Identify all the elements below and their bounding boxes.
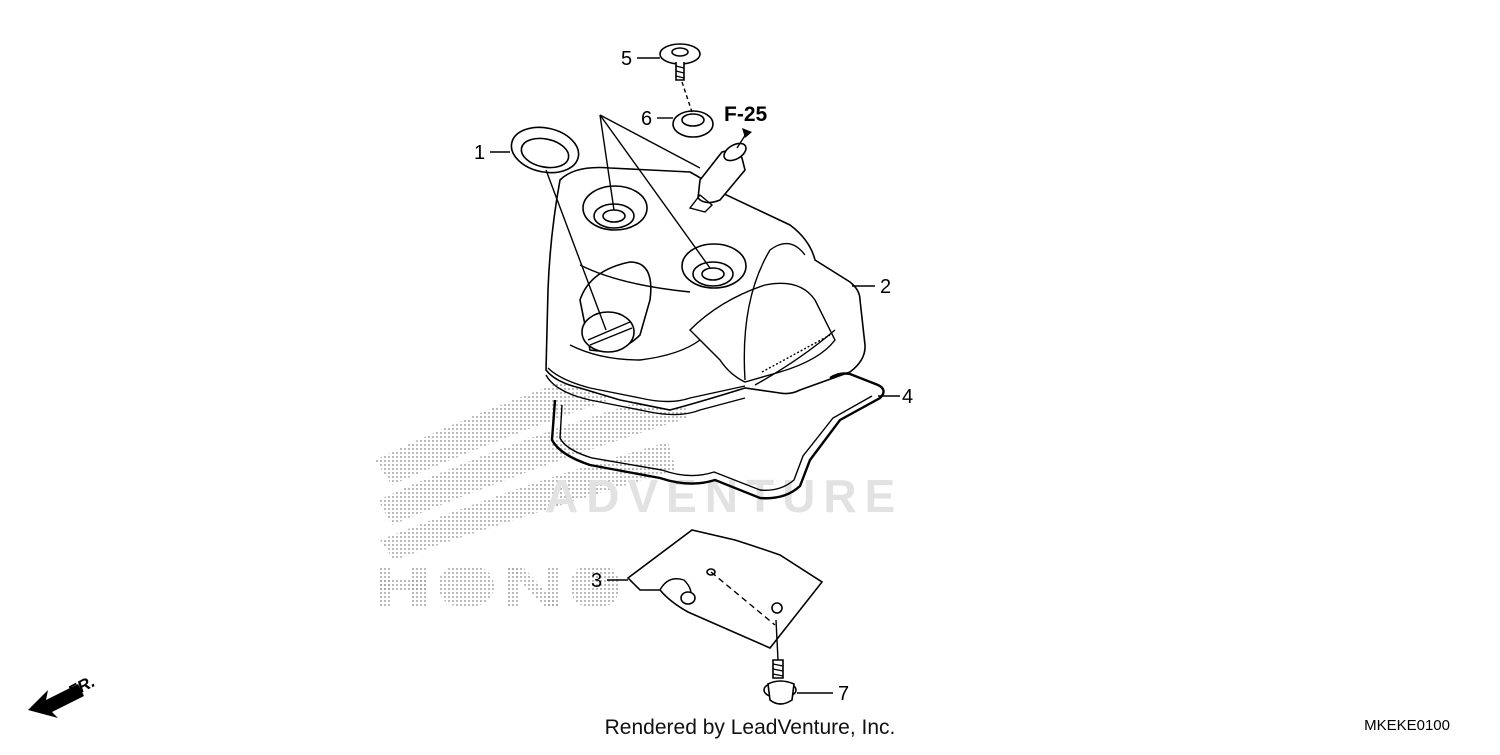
part-3-baffle-plate bbox=[626, 529, 824, 649]
callout-6: 6 bbox=[641, 108, 652, 130]
callout-3: 3 bbox=[591, 570, 602, 592]
callout-5: 5 bbox=[621, 48, 632, 70]
callout-4: 4 bbox=[902, 386, 913, 408]
reference-label: F-25 bbox=[724, 103, 768, 126]
part-1-seal-ring bbox=[510, 126, 580, 174]
callout-1: 1 bbox=[474, 142, 485, 164]
render-credit: Rendered by LeadVenture, Inc. bbox=[604, 716, 896, 739]
diagram-code: MKEKE0100 bbox=[1364, 717, 1450, 734]
callout-2: 2 bbox=[880, 276, 891, 298]
watermark-adventure-text: ADVENTURE bbox=[545, 470, 903, 522]
part-4-gasket bbox=[550, 372, 885, 500]
part-6-rubber-seal bbox=[672, 110, 714, 138]
callout-7: 7 bbox=[838, 683, 849, 705]
front-arrow-icon: FR. bbox=[28, 672, 98, 718]
part-2-head-cover bbox=[545, 142, 866, 416]
part-7-flange-bolt bbox=[763, 659, 797, 705]
part-5-bolt bbox=[659, 43, 701, 81]
leader-lines bbox=[490, 57, 900, 694]
watermark-honda-logo bbox=[378, 566, 618, 606]
